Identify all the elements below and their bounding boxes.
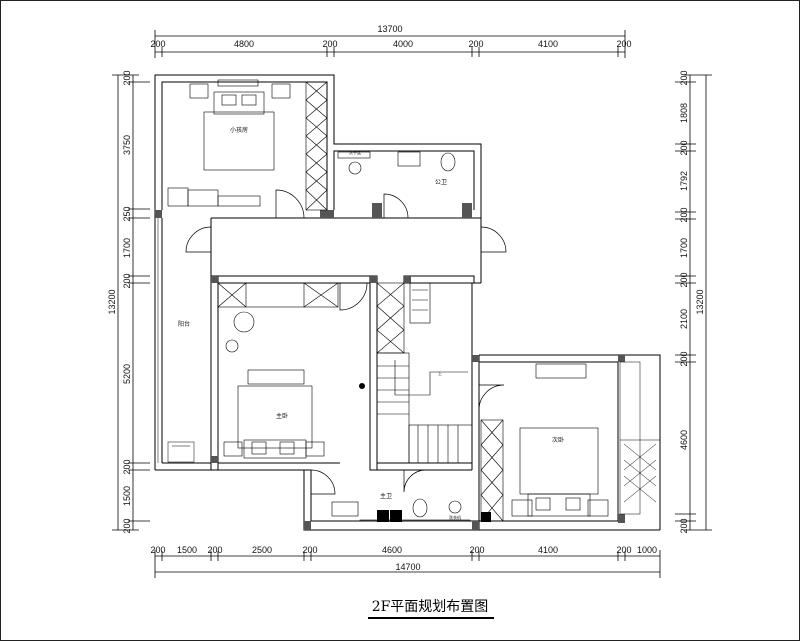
dim-top-5: 200 <box>468 39 483 49</box>
dim-bottom-5: 200 <box>302 545 317 555</box>
room-public-bath: 公卫 <box>435 179 447 186</box>
dim-bottom-7: 200 <box>469 545 484 555</box>
dim-bottom-total: 14700 <box>395 562 420 572</box>
label-washbasin: 洗手盆 <box>349 149 361 155</box>
dim-right-10: 4600 <box>679 430 689 450</box>
dim-top-2: 4800 <box>234 39 254 49</box>
dim-left-total: 13200 <box>107 289 117 314</box>
dim-top-7: 200 <box>616 39 631 49</box>
dim-bottom-10: 1000 <box>637 545 657 555</box>
fixture-symbols <box>359 383 491 522</box>
dim-bottom-9: 200 <box>616 545 631 555</box>
room-labels: 小孩房 公卫 阳台 主卧 主卫 次卧 洗手盆 洗衣机 上 <box>178 126 564 520</box>
label-stair-up: 上 <box>438 370 442 376</box>
dim-right-7: 200 <box>679 272 689 287</box>
dim-bottom-1: 200 <box>150 545 165 555</box>
room-master-bath: 主卫 <box>380 492 392 500</box>
room-balcony: 阳台 <box>178 320 190 328</box>
beds <box>167 79 609 517</box>
left-dimension-lines <box>112 74 150 531</box>
dim-bottom-2: 1500 <box>177 545 197 555</box>
dim-left-7: 200 <box>122 459 132 474</box>
dim-right-total: 13200 <box>695 289 705 314</box>
dim-bottom-6: 4600 <box>382 545 402 555</box>
dim-left-9: 200 <box>122 518 132 533</box>
dim-left-6: 5200 <box>122 364 132 384</box>
balcony-railing <box>157 218 660 515</box>
wall-stubs <box>155 203 625 530</box>
room-second-bedroom: 次卧 <box>552 436 564 444</box>
room-master-bedroom: 主卧 <box>276 412 288 420</box>
dim-left-5: 200 <box>122 273 132 288</box>
staircase <box>376 282 473 464</box>
dimension-labels: 13700 200 4800 200 4000 200 4100 200 200… <box>107 24 705 572</box>
dim-top-6: 4100 <box>538 39 558 49</box>
bottom-dimension-lines <box>154 550 661 578</box>
dim-right-6: 1700 <box>679 238 689 258</box>
wardrobes <box>217 81 504 522</box>
dim-top-3: 200 <box>322 39 337 49</box>
right-dimension-lines <box>675 74 712 531</box>
room-small-bedroom: 小孩房 <box>230 126 248 134</box>
dim-right-8: 2100 <box>679 309 689 329</box>
drawing-title: 2F平面规划布置图 <box>371 599 489 615</box>
dim-left-1: 200 <box>122 70 132 85</box>
dim-right-9: 200 <box>679 351 689 366</box>
walls <box>154 74 661 531</box>
dim-bottom-3: 200 <box>207 545 222 555</box>
dim-bottom-8: 4100 <box>538 545 558 555</box>
dim-left-3: 250 <box>122 206 132 221</box>
dim-top-4: 4000 <box>393 39 413 49</box>
dim-left-8: 1500 <box>122 486 132 506</box>
doors <box>185 189 507 495</box>
dim-top-1: 200 <box>150 39 165 49</box>
title-underline <box>368 617 494 619</box>
dim-top-total: 13700 <box>377 24 402 34</box>
dim-bottom-4: 2500 <box>252 545 272 555</box>
top-dimension-lines <box>154 30 626 58</box>
dim-right-4: 1792 <box>679 171 689 191</box>
dim-right-11: 200 <box>679 518 689 533</box>
dim-left-4: 1700 <box>122 238 132 258</box>
dim-right-1: 200 <box>679 70 689 85</box>
dim-right-3: 200 <box>679 140 689 155</box>
dim-right-5: 200 <box>679 207 689 222</box>
dim-right-2: 1808 <box>679 103 689 123</box>
dim-left-2: 3750 <box>122 135 132 155</box>
label-washer: 洗衣机 <box>449 514 461 520</box>
bath-fixtures <box>331 151 471 522</box>
